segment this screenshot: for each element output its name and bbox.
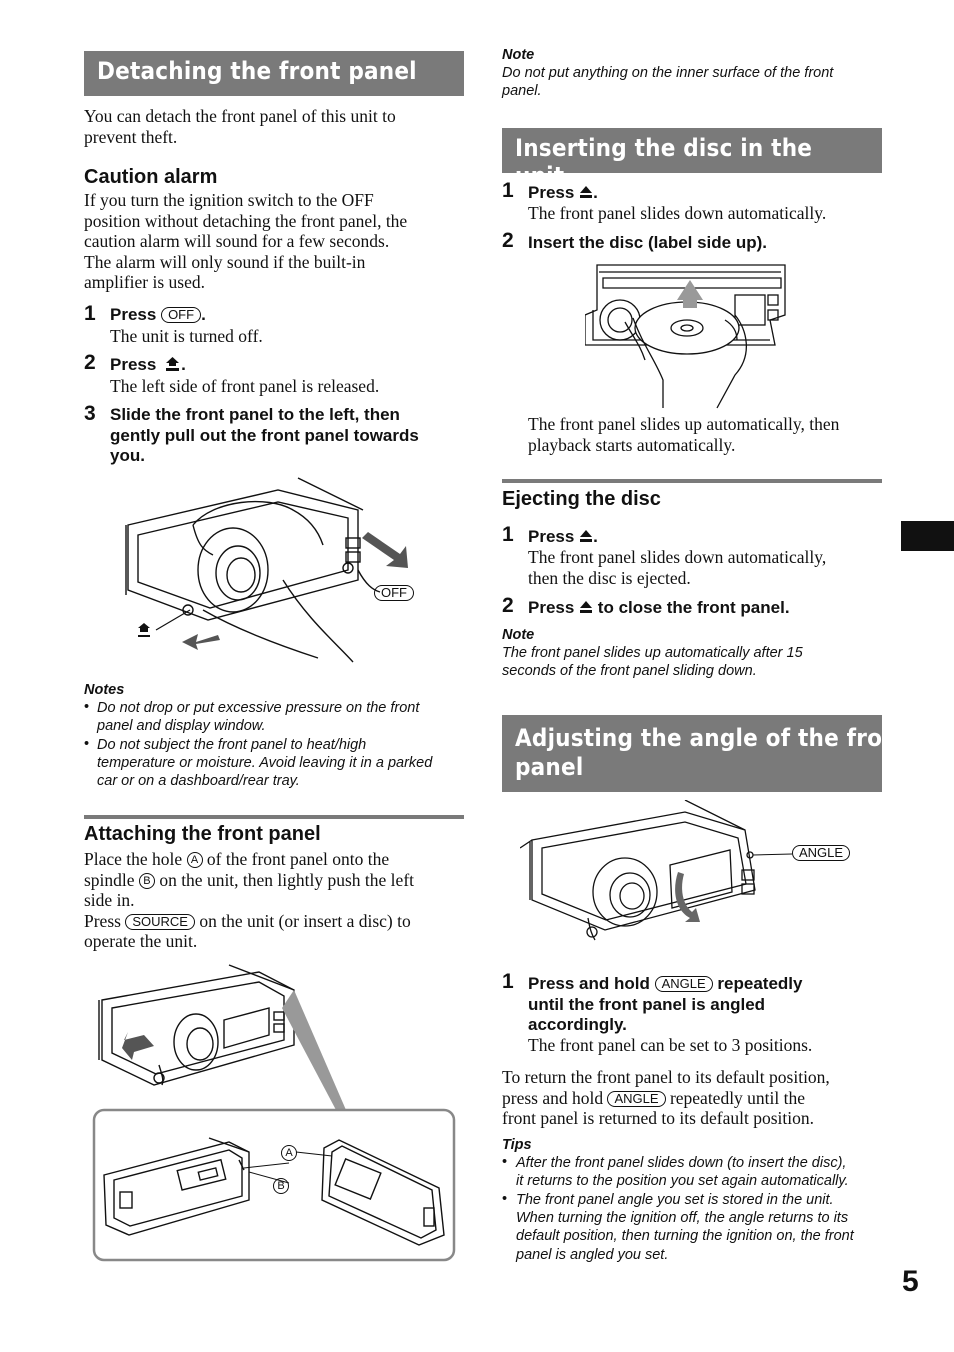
- detach-panel-illustration: [125, 477, 408, 663]
- tip-item: The front panel angle you set is stored …: [516, 1192, 854, 1263]
- label-b-marker: B: [138, 872, 155, 889]
- section-rule: [502, 479, 882, 483]
- eject-icon: [580, 530, 593, 542]
- attach-panel-illustration: [92, 964, 456, 1262]
- eject-icon: [580, 601, 593, 613]
- step-description: The front panel slides down automaticall…: [528, 203, 827, 223]
- return-default-text: To return the front panel to its default…: [502, 1067, 830, 1128]
- tips-heading: Tips: [502, 1137, 532, 1153]
- note-text: Do not put anything on the inner surface…: [502, 65, 834, 100]
- note-heading: Note: [502, 47, 535, 63]
- bullet: •: [84, 736, 90, 752]
- step-number: 2: [502, 229, 514, 252]
- caution-alarm-text: If you turn the ignition switch to the O…: [84, 190, 408, 292]
- tip-item: After the front panel slides down (to in…: [516, 1155, 849, 1190]
- step-instruction: Press to close the front panel.: [528, 598, 790, 617]
- release-icon: [166, 357, 180, 371]
- notes-heading: Notes: [84, 682, 125, 698]
- step-description: The front panel can be set to 3 position…: [528, 1035, 813, 1055]
- section-title-angle: Adjusting the angle of the front panel: [502, 715, 908, 792]
- note-item: Do not subject the front panel to heat/h…: [97, 737, 433, 790]
- section-rule: [84, 815, 464, 819]
- attaching-text: Place the hole A of the front panel onto…: [84, 849, 415, 951]
- step-instruction: Press .: [110, 355, 186, 374]
- note-item: Do not drop or put excessive pressure on…: [97, 700, 420, 735]
- off-callout-label: OFF: [374, 585, 414, 603]
- step-number: 1: [502, 970, 514, 993]
- angle-key: ANGLE: [607, 1090, 666, 1107]
- chapter-tab: [901, 521, 954, 551]
- insert-after-text: The front panel slides up automatically,…: [528, 414, 840, 455]
- angle-key: ANGLE: [654, 976, 713, 992]
- step-number: 2: [84, 351, 96, 374]
- step-description: The left side of front panel is released…: [110, 376, 380, 396]
- ejecting-heading: Ejecting the disc: [502, 488, 661, 510]
- step-number: 1: [84, 302, 96, 325]
- intro-paragraph: You can detach the front panel of this u…: [84, 106, 396, 147]
- page-number: 5: [902, 1265, 919, 1298]
- section-title-detaching: Detaching the front panel: [84, 51, 464, 96]
- step-number: 1: [502, 523, 514, 546]
- insert-disc-illustration: [585, 264, 786, 409]
- step-number: 3: [84, 402, 96, 425]
- angle-panel-illustration: [520, 800, 793, 941]
- eject-icon: [580, 186, 593, 198]
- attaching-heading: Attaching the front panel: [84, 823, 321, 845]
- source-key: SOURCE: [125, 913, 195, 930]
- step-instruction: Press .: [528, 527, 598, 546]
- step-description: The front panel slides down automaticall…: [528, 547, 827, 588]
- section-title-inserting: Inserting the disc in the unit: [502, 128, 882, 190]
- step-instruction: Slide the front panel to the left, then …: [110, 405, 419, 465]
- step-instruction: Press and hold ANGLE repeatedly until th…: [528, 974, 803, 1034]
- label-a-marker: A: [186, 852, 203, 868]
- step-instruction: Insert the disc (label side up).: [528, 233, 767, 252]
- angle-callout-label: ANGLE: [792, 845, 851, 863]
- step-instruction: Press OFF.: [110, 305, 206, 324]
- step-instruction: Press .: [528, 183, 598, 202]
- figure-label-a: A: [281, 1145, 297, 1163]
- step-description: The unit is turned off.: [110, 326, 263, 346]
- bullet: •: [502, 1191, 508, 1207]
- bullet: •: [502, 1154, 508, 1170]
- off-key: OFF: [161, 307, 202, 323]
- step-number: 1: [502, 179, 514, 202]
- note-heading: Note: [502, 627, 535, 643]
- step-number: 2: [502, 594, 514, 617]
- bullet: •: [84, 699, 90, 715]
- note-text: The front panel slides up automatically …: [502, 645, 803, 680]
- figure-label-b: B: [273, 1178, 289, 1196]
- caution-alarm-heading: Caution alarm: [84, 166, 218, 188]
